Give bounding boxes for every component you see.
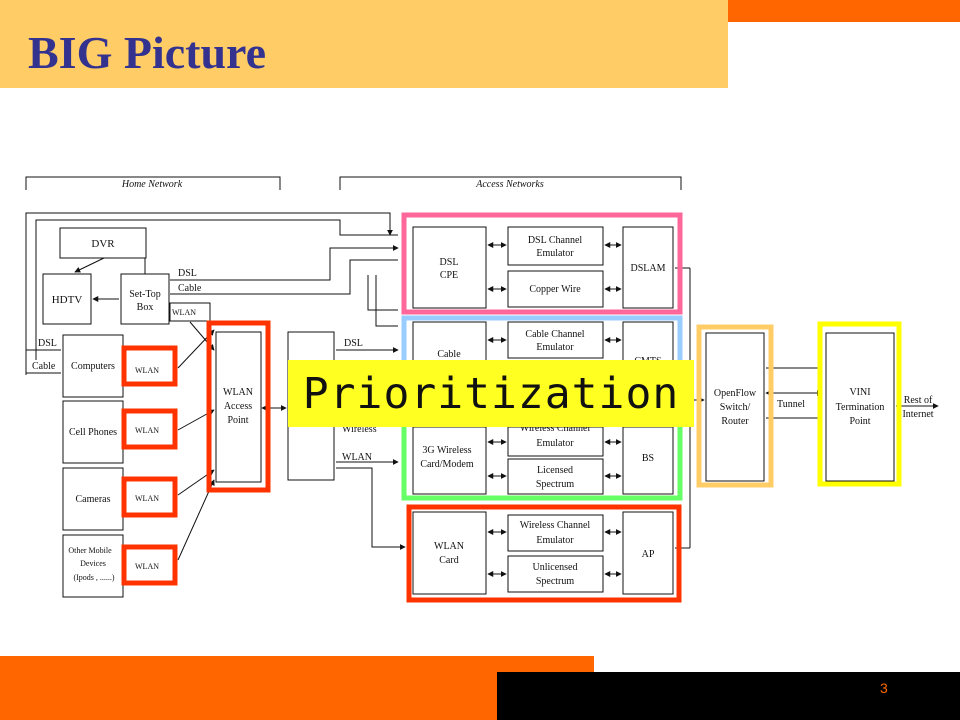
slide-number: 3 <box>880 680 888 696</box>
cellphones-label: Cell Phones <box>69 427 117 438</box>
other-mobile-1: Other Mobile <box>68 546 112 555</box>
access-networks-label: Access Networks <box>475 179 544 190</box>
unlicensed-2: Spectrum <box>536 576 575 587</box>
other-mobile-2: Devices <box>80 559 106 568</box>
openflow-2: Switch/ <box>720 402 751 413</box>
vini-2: Termination <box>836 402 885 413</box>
ap-label-3: Point <box>227 415 248 426</box>
wlan-computers-highlight <box>121 345 178 387</box>
dsl-cpe-box <box>412 226 487 309</box>
rest-2: Internet <box>902 409 933 420</box>
slide-title: BIG Picture <box>28 27 267 78</box>
ap-label: AP <box>642 549 655 560</box>
hdtv-label: HDTV <box>52 294 83 306</box>
tunnel-label: Tunnel <box>777 399 805 410</box>
hdtv-box <box>42 273 92 325</box>
wlan-cam-label: WLAN <box>135 494 159 503</box>
footer-black-bar <box>497 672 960 720</box>
wl-emu-1: Wireless Channel <box>520 423 591 434</box>
wl-emu-2: Emulator <box>536 438 574 449</box>
dsl-emu-box <box>507 226 604 266</box>
cable-home-label: Cable <box>178 283 202 294</box>
other-mobile-3: (Ipods , ......) <box>73 573 114 582</box>
openflow-1: OpenFlow <box>714 388 757 399</box>
dsl-home-label: DSL <box>178 268 197 279</box>
wlan-ap-box <box>215 331 262 483</box>
wlan-cell-highlight <box>121 408 178 450</box>
wl-emu2-box <box>507 514 604 552</box>
dsl-cpe-2: CPE <box>440 270 458 281</box>
wl-emu2-1: Wireless Channel <box>520 520 591 531</box>
vini-box <box>825 332 895 482</box>
wl-emu2-2: Emulator <box>536 535 574 546</box>
wlan-card-2: Card <box>439 555 458 566</box>
dslam-label: DSLAM <box>630 263 665 274</box>
dsl-emu-1: DSL Channel <box>528 235 583 246</box>
card3g-2: Card/Modem <box>420 459 474 470</box>
rest-1: Rest of <box>904 395 933 406</box>
wlan-mid-label: WLAN <box>342 452 372 463</box>
copper-box <box>507 270 604 308</box>
wlan-highlight <box>406 504 682 603</box>
wlan-card-1: WLAN <box>434 541 464 552</box>
dsl-mid-label: DSL <box>344 338 363 349</box>
wlan-cell-label: WLAN <box>135 426 159 435</box>
cable-modem-label: Cable <box>437 349 461 360</box>
licensed-box <box>507 458 604 495</box>
home-network-label: Home Network <box>121 179 183 190</box>
cable-emu-box <box>507 321 604 359</box>
ap-label-1: WLAN <box>223 387 253 398</box>
settop-label-1: Set-Top <box>129 289 161 300</box>
bs-label: BS <box>642 453 654 464</box>
cable-left-label: Cable <box>32 361 56 372</box>
vini-highlight <box>817 321 902 487</box>
vini-1: VINI <box>849 387 870 398</box>
ap-label-2: Access <box>224 401 252 412</box>
wlan-other-label: WLAN <box>135 562 159 571</box>
wlan-other-highlight <box>121 544 178 586</box>
wireless-label: Wireless <box>342 424 377 435</box>
footer-orange-bar <box>0 656 594 720</box>
dslam-box <box>622 226 674 309</box>
dsl-cpe-1: DSL <box>440 257 459 268</box>
wlan-computers-label: WLAN <box>135 366 159 375</box>
openflow-highlight <box>696 324 774 488</box>
dsl-emu-2: Emulator <box>536 248 574 259</box>
card3g-box <box>412 426 487 495</box>
prioritization-callout: Prioritization <box>288 360 694 427</box>
cable-emu-1: Cable Channel <box>525 329 584 340</box>
copper-label: Copper Wire <box>529 284 581 295</box>
licensed-1: Licensed <box>537 465 573 476</box>
bs-box <box>622 426 674 495</box>
openflow-3: Router <box>721 416 749 427</box>
openflow-box <box>705 332 765 482</box>
wlan-cam-highlight <box>121 476 178 518</box>
settop-label-2: Box <box>137 302 154 313</box>
settop-wlan-box <box>169 302 211 322</box>
card3g-1: 3G Wireless <box>422 445 471 456</box>
settop-wlan-label: WLAN <box>172 308 196 317</box>
wl-emu-box <box>507 426 604 457</box>
wlan-card-box <box>412 511 487 595</box>
cable-emu-2: Emulator <box>536 342 574 353</box>
dsl-left-label: DSL <box>38 338 57 349</box>
dsl-highlight <box>401 212 683 315</box>
ap-box <box>622 511 674 595</box>
header-title-bar <box>0 0 728 88</box>
unlicensed-box <box>507 555 604 593</box>
ap-highlight <box>206 320 271 493</box>
computers-label: Computers <box>71 361 115 372</box>
vini-3: Point <box>849 416 870 427</box>
licensed-2: Spectrum <box>536 479 575 490</box>
cameras-label: Cameras <box>76 494 111 505</box>
dvr-label: DVR <box>91 238 115 250</box>
unlicensed-1: Unlicensed <box>533 562 578 573</box>
